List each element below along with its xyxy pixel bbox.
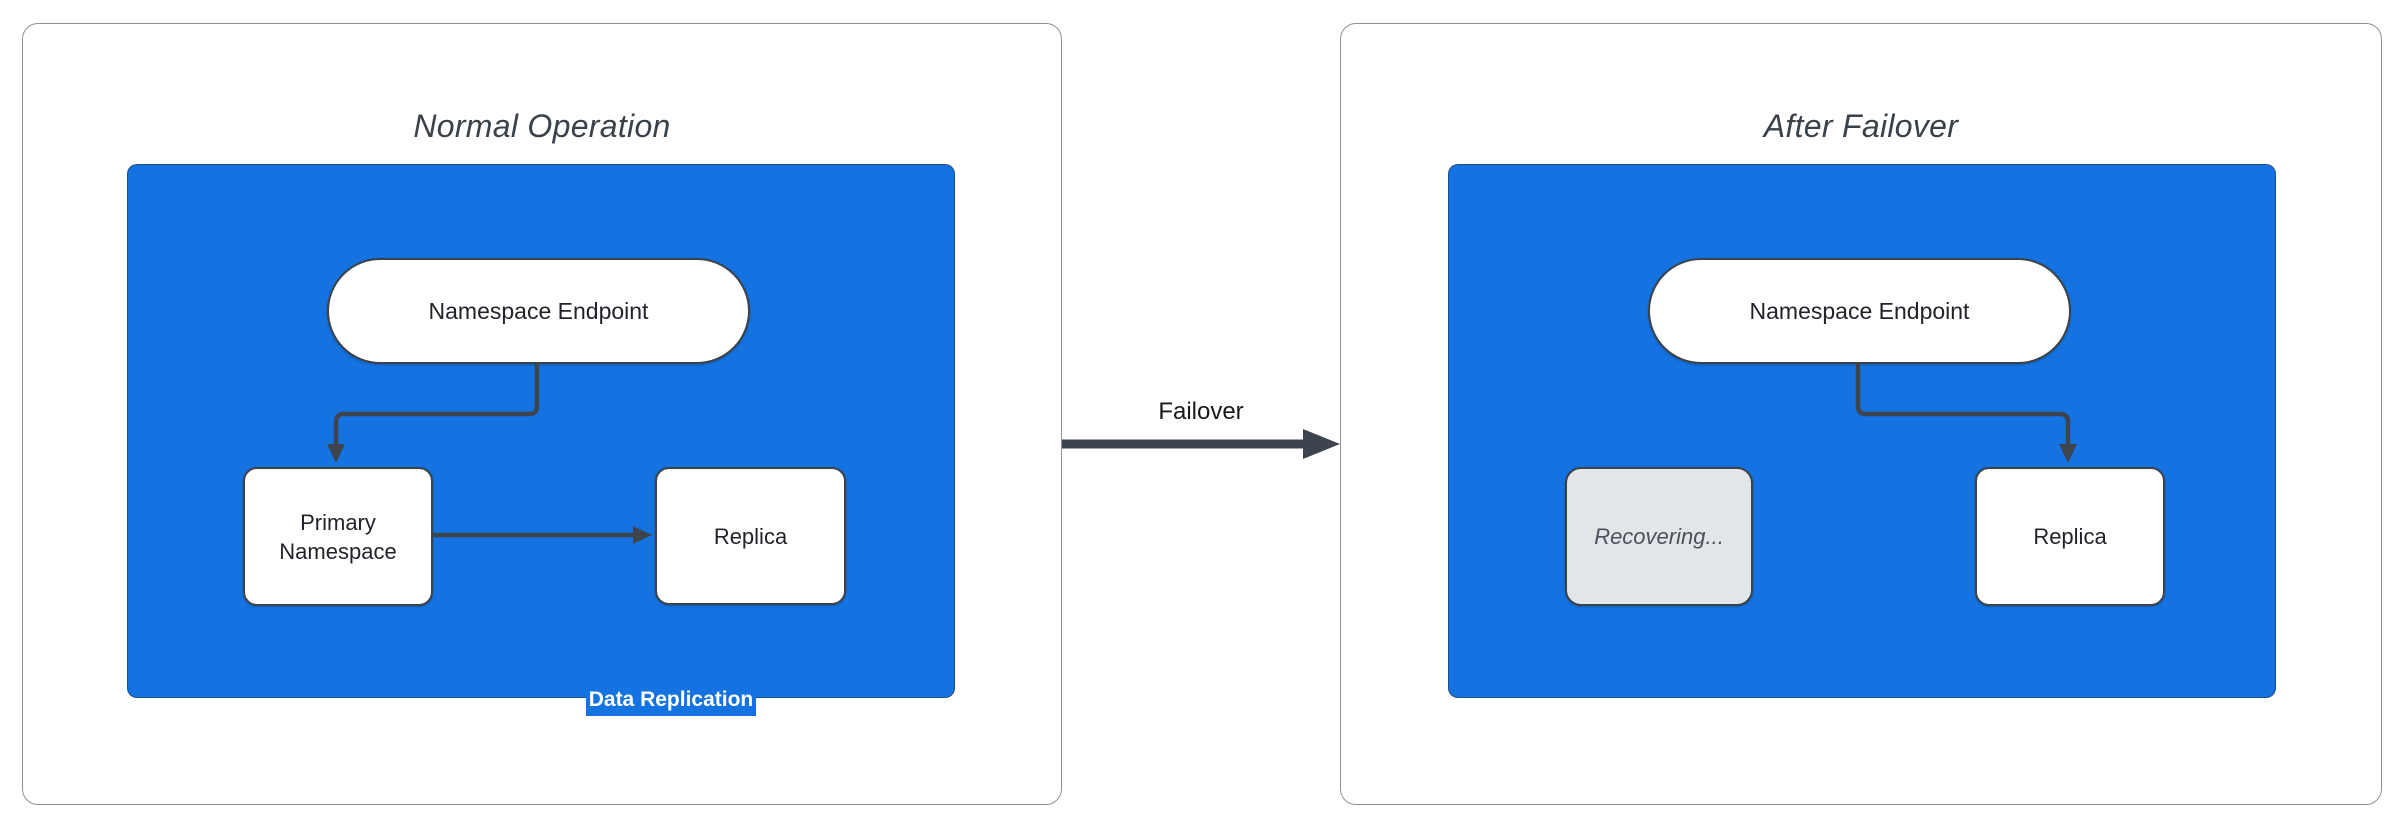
panel-normal-operation: Normal Operation Namespace Endpoint Prim… — [22, 23, 1062, 805]
namespace-container-failover: Namespace Endpoint Recovering... Replica — [1448, 164, 2276, 698]
namespace-endpoint-node-failover: Namespace Endpoint — [1648, 258, 2071, 364]
primary-namespace-node: Primary Namespace — [243, 467, 433, 606]
failover-arrow — [1062, 429, 1340, 459]
failover-arrow-label: Failover — [1158, 398, 1244, 425]
data-replication-label: Data Replication — [586, 684, 756, 716]
replica-node-failover: Replica — [1975, 467, 2165, 606]
namespace-container-normal: Namespace Endpoint Primary Namespace Rep… — [127, 164, 955, 716]
replica-node-normal: Replica — [655, 467, 846, 605]
namespace-endpoint-node: Namespace Endpoint — [327, 258, 750, 364]
recovering-node: Recovering... — [1565, 467, 1753, 606]
panel-after-failover: After Failover Namespace Endpoint Recove… — [1340, 23, 2382, 805]
panel-title-normal-operation: Normal Operation — [413, 108, 671, 144]
panel-title-after-failover: After Failover — [1763, 108, 1959, 144]
